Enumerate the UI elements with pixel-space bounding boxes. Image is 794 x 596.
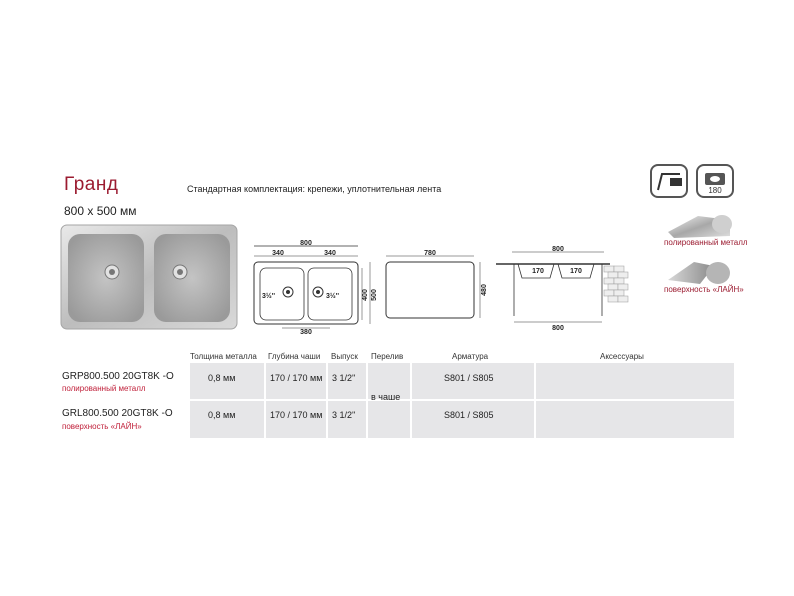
dim-side-depth-right: 170 <box>570 268 582 275</box>
drain-label: 180 <box>708 186 722 195</box>
product-title: Гранд <box>64 174 119 195</box>
dim-drain-left: 3½'' <box>262 292 275 300</box>
cutout-drawing: 780 480 <box>382 248 492 324</box>
row2-fittings: S801 / S805 <box>444 410 494 420</box>
product-size: 800 x 500 мм <box>64 204 137 218</box>
dim-cutout-width: 780 <box>424 250 436 257</box>
header-thickness: Толщина металла <box>190 352 257 361</box>
dim-side-bottom: 800 <box>552 325 564 332</box>
header-accessories: Аксессуары <box>600 352 644 361</box>
line-label: поверхность «ЛАЙН» <box>664 285 744 294</box>
row1-fittings: S801 / S805 <box>444 373 494 383</box>
dim-side-top: 800 <box>552 246 564 253</box>
row2-thickness: 0,8 мм <box>208 410 236 420</box>
polished-label: полированный металл <box>664 238 748 247</box>
header-fittings: Арматура <box>452 352 489 361</box>
standard-kit-text: Стандартная комплектация: крепежи, уплот… <box>187 184 442 194</box>
header-overflow: Перелив <box>371 352 404 361</box>
top-view-drawing: 800 340 340 3½'' 3½'' 380 400 500 <box>246 238 378 336</box>
side-view-drawing: 800 170 170 800 <box>492 244 642 332</box>
row1-finish: полированный металл <box>62 384 146 393</box>
row1-outlet: 3 1/2'' <box>332 373 356 383</box>
row2-outlet: 3 1/2'' <box>332 410 356 420</box>
row1-depth: 170 / 170 мм <box>270 373 323 383</box>
drain-icon: 180 <box>696 164 734 198</box>
dim-side-depth-left: 170 <box>532 268 544 275</box>
dim-left-bowl: 340 <box>272 250 284 257</box>
dim-right-bowl: 340 <box>324 250 336 257</box>
sink-photo <box>60 224 238 330</box>
dim-cutout-height: 480 <box>481 284 488 296</box>
undermount-icon <box>650 164 688 198</box>
row2-depth: 170 / 170 мм <box>270 410 323 420</box>
row1-model: GRP800.500 20GT8K -O <box>62 371 174 382</box>
dim-height-outer: 500 <box>371 289 378 301</box>
polished-swatch <box>664 210 734 240</box>
dim-drain-right: 3½'' <box>326 292 339 300</box>
header-depth: Глубина чаши <box>268 352 321 361</box>
dim-height-inner: 400 <box>362 289 369 301</box>
row1-thickness: 0,8 мм <box>208 373 236 383</box>
dim-bottom-width: 380 <box>300 329 312 334</box>
row-divider <box>190 399 734 401</box>
overflow-value: в чаше <box>371 392 401 402</box>
row2-model: GRL800.500 20GT8K -O <box>62 408 173 419</box>
line-swatch <box>664 256 734 286</box>
header-outlet: Выпуск <box>331 352 358 361</box>
dim-top-width: 800 <box>300 240 312 247</box>
row2-finish: поверхность «ЛАЙН» <box>62 422 142 431</box>
